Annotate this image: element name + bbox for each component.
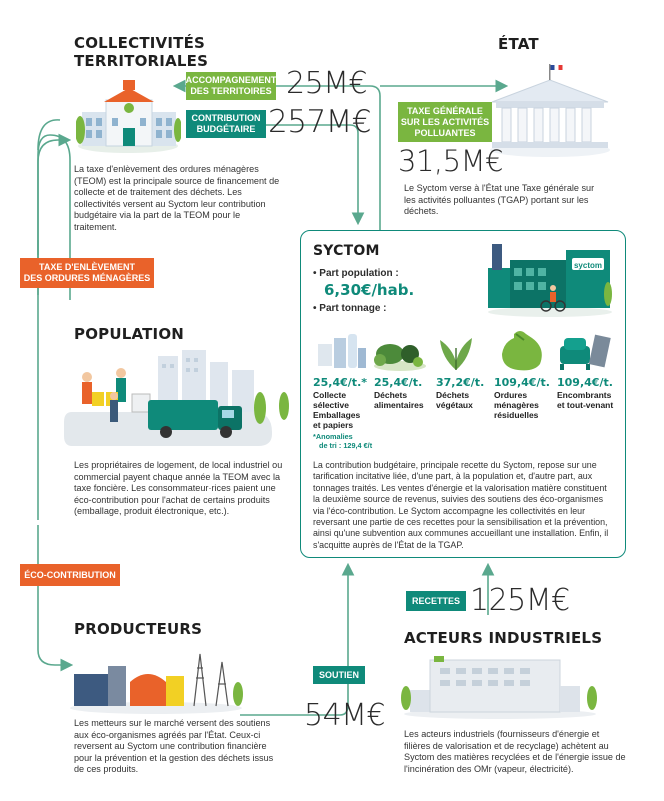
tgap-tag-line1: TAXE GÉNÉRALE xyxy=(407,105,483,116)
category-ordures-line3: résiduelles xyxy=(494,410,539,420)
category-collecte-line2: sélective xyxy=(313,400,349,410)
producteurs-title: PRODUCTEURS xyxy=(74,620,203,638)
government-building-icon xyxy=(490,64,610,157)
recettes-amount: 125M€ xyxy=(470,583,570,618)
town-hall-icon xyxy=(76,80,181,153)
category-vegetaux-line1: Déchets xyxy=(436,390,470,400)
category-alimentaires-line1: Déchets xyxy=(374,390,408,400)
category-encombrants-line1: Encombrants xyxy=(557,390,612,400)
category-dechets-alimentaires: Déchets alimentaires xyxy=(374,390,432,410)
category-ordures-line2: ménagères xyxy=(494,400,539,410)
accompagnement-amount: 25M€ xyxy=(286,66,368,101)
soutien-amount: 54M€ xyxy=(304,698,386,733)
collectivites-title: COLLECTIVITÉS TERRITORIALES xyxy=(74,34,208,70)
packaging-icon xyxy=(318,334,366,368)
tgap-tag: TAXE GÉNÉRALE SUR LES ACTIVITÉS POLLUANT… xyxy=(398,102,492,142)
acteurs-description: Les acteurs industriels (fournisseurs d'… xyxy=(404,729,626,774)
contribution-tag: CONTRIBUTION BUDGÉTAIRE xyxy=(186,110,266,138)
category-alimentaires-line2: alimentaires xyxy=(374,400,424,410)
category-collecte-line3: Emballages xyxy=(313,410,361,420)
contribution-tag-line1: CONTRIBUTION xyxy=(191,113,261,123)
price-ordures-menageres: 109,4€/t. xyxy=(494,376,550,389)
category-ordures-line1: Ordures xyxy=(494,390,528,400)
accompagnement-tag: ACCOMPAGNEMENT DES TERRITOIRES xyxy=(186,72,276,100)
collectivites-description: La taxe d'enlèvement des ordures ménagèr… xyxy=(74,164,280,232)
price-collecte-selective: 25,4€/t.* xyxy=(313,376,368,389)
contribution-amount: 257M€ xyxy=(268,104,372,140)
syctom-plant-icon: syctom xyxy=(488,244,612,317)
category-dechets-vegetaux: Déchets végétaux xyxy=(436,390,492,410)
recettes-tag-label: RECETTES xyxy=(411,595,460,606)
population-illustration-icon xyxy=(64,350,289,446)
etat-title: ÉTAT xyxy=(498,35,539,53)
category-ordures-menageres: Ordures ménagères résiduelles xyxy=(494,390,554,420)
tgap-tag-line3: POLLUANTES xyxy=(414,127,476,138)
category-collecte-line4: et papiers xyxy=(313,420,354,430)
recettes-tag: RECETTES xyxy=(406,591,466,611)
category-encombrants-line2: et tout-venant xyxy=(557,400,614,410)
syctom-description: La contribution budgétaire, principale r… xyxy=(313,460,609,550)
accompagnement-tag-line1: ACCOMPAGNEMENT xyxy=(185,75,277,85)
price-dechets-vegetaux: 37,2€/t. xyxy=(436,376,485,389)
eco-contribution-tag: ÉCO-CONTRIBUTION xyxy=(20,564,120,586)
anomalies-note-line1: *Anomalies xyxy=(313,432,353,441)
population-description: Les propriétaires de logement, de local … xyxy=(74,460,283,517)
producteurs-description: Les metteurs sur le marché versent des s… xyxy=(74,718,274,775)
tgap-tag-line2: SUR LES ACTIVITÉS xyxy=(400,116,490,127)
category-collecte-selective: Collecte sélective Emballages et papiers xyxy=(313,390,371,430)
part-population-value: 6,30€/hab. xyxy=(324,281,415,299)
collectivites-title-line1: COLLECTIVITÉS xyxy=(74,34,206,52)
garbage-bag-icon xyxy=(502,331,542,371)
part-tonnage-label: • Part tonnage : xyxy=(313,303,387,314)
etat-description: Le Syctom verse à l'État une Taxe généra… xyxy=(404,183,595,217)
acteurs-title: ACTEURS INDUSTRIELS xyxy=(404,629,603,647)
teom-tag-line1: TAXE D'ENLÈVEMENT xyxy=(39,262,135,272)
tgap-amount: 31,5M€ xyxy=(398,144,504,178)
price-dechets-alimentaires: 25,4€/t. xyxy=(374,376,423,389)
soutien-tag-label: SOUTIEN xyxy=(318,669,359,680)
eco-contribution-tag-label: ÉCO-CONTRIBUTION xyxy=(24,569,116,580)
syctom-sign: syctom xyxy=(574,261,602,270)
price-encombrants: 109,4€/t. xyxy=(557,376,613,389)
syctom-title: SYCTOM xyxy=(313,243,380,259)
plant-waste-icon xyxy=(440,338,472,370)
population-title: POPULATION xyxy=(74,325,185,343)
accompagnement-tag-line2: DES TERRITOIRES xyxy=(190,86,272,96)
food-waste-icon xyxy=(374,344,426,371)
factory-icon xyxy=(70,653,243,714)
collectivites-title-line2: TERRITORIALES xyxy=(74,52,209,70)
teom-tag: TAXE D'ENLÈVEMENT DES ORDURES MÉNAGÈRES xyxy=(20,258,154,288)
teom-tag-line2: DES ORDURES MÉNAGÈRES xyxy=(23,273,151,283)
category-vegetaux-line2: végétaux xyxy=(436,400,473,410)
soutien-tag: SOUTIEN xyxy=(313,666,365,684)
anomalies-note-line2: de tri : 129,4 €/t xyxy=(319,440,373,450)
category-collecte-line1: Collecte xyxy=(313,390,347,400)
bulky-items-icon xyxy=(560,334,611,370)
category-encombrants: Encombrants et tout-venant xyxy=(557,390,621,410)
part-population-label: • Part population : xyxy=(313,268,399,279)
industrial-plant-icon xyxy=(401,656,597,719)
anomalies-note: *Anomalies de tri : 129,4 €/t xyxy=(313,432,373,450)
contribution-tag-line2: BUDGÉTAIRE xyxy=(196,124,256,134)
